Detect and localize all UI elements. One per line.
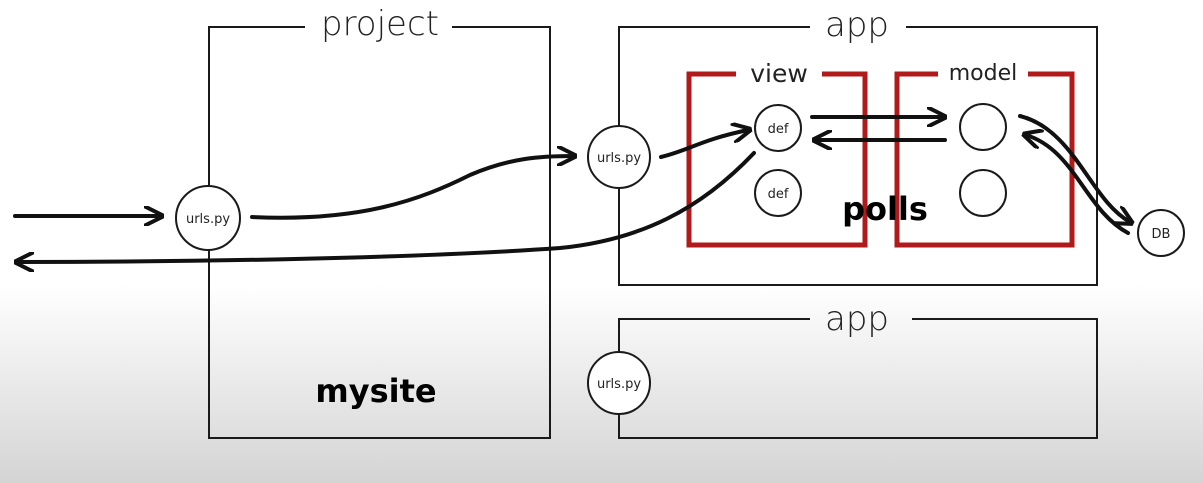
- project-to-app-arrow: [250, 156, 573, 220]
- project-urls-label: urls.py: [186, 212, 230, 227]
- app-bottom-urls-node: urls.py: [587, 351, 651, 415]
- app-box-top: app: [618, 5, 1098, 286]
- project-box: project mysite: [208, 4, 551, 439]
- model-node-1: [959, 103, 1007, 151]
- model-to-db-arrow: [1018, 114, 1130, 222]
- view-title: view: [750, 59, 808, 88]
- app-urls-label: urls.py: [597, 151, 641, 166]
- view-def-node-1: def: [754, 104, 802, 152]
- app-box-bottom: app: [618, 299, 1098, 439]
- response-arrow: [18, 151, 756, 262]
- view-def-label-1: def: [768, 122, 789, 137]
- app-urls-to-def-arrow: [659, 130, 748, 159]
- app-bottom-urls-label: urls.py: [597, 377, 641, 392]
- app-bottom-title: app: [825, 299, 889, 339]
- app-name-label: polls: [842, 190, 928, 228]
- db-to-model-arrow: [1026, 135, 1130, 235]
- app-top-title: app: [825, 5, 889, 45]
- db-node: DB: [1137, 209, 1185, 257]
- project-title: project: [321, 4, 439, 44]
- project-urls-node: urls.py: [175, 185, 241, 251]
- model-box: model: [894, 61, 1075, 248]
- model-title: model: [949, 61, 1018, 86]
- view-def-node-2: def: [754, 169, 802, 217]
- project-name: mysite: [315, 372, 436, 410]
- view-box: view: [686, 59, 868, 248]
- model-node-2: [959, 169, 1007, 217]
- app-urls-node: urls.py: [587, 125, 651, 189]
- view-def-label-2: def: [768, 187, 789, 202]
- request-flow: [13, 114, 1130, 262]
- db-label: DB: [1152, 227, 1171, 242]
